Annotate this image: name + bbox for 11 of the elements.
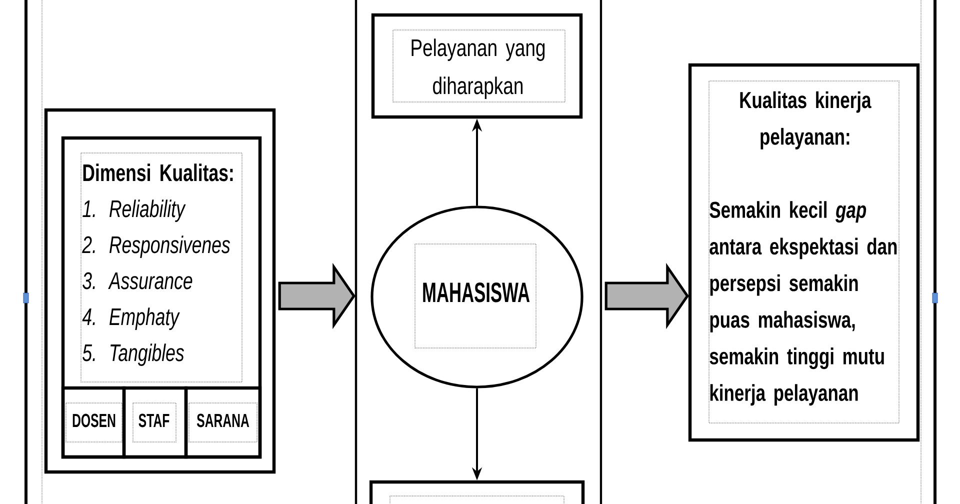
block-arrow [278,262,356,330]
panel-box [354,0,602,504]
table-cell: DOSEN [61,386,126,459]
process-box: Pelayanan yang diharapkan [371,13,583,119]
outer-box [44,108,276,474]
table-cell: STAF [122,386,188,459]
block-arrow [604,262,689,330]
ellipse-node: MAHASISWA [370,206,584,388]
text-box: Kualitas kinerja pelayanan: Semakin kecil gap antara ekspektasi dan persepsi semakin puas mahasiswa, semakin tinggi mutu kinerja pelayanan [688,63,920,442]
table-cell: SARANA [184,386,262,459]
process-box [369,480,585,504]
